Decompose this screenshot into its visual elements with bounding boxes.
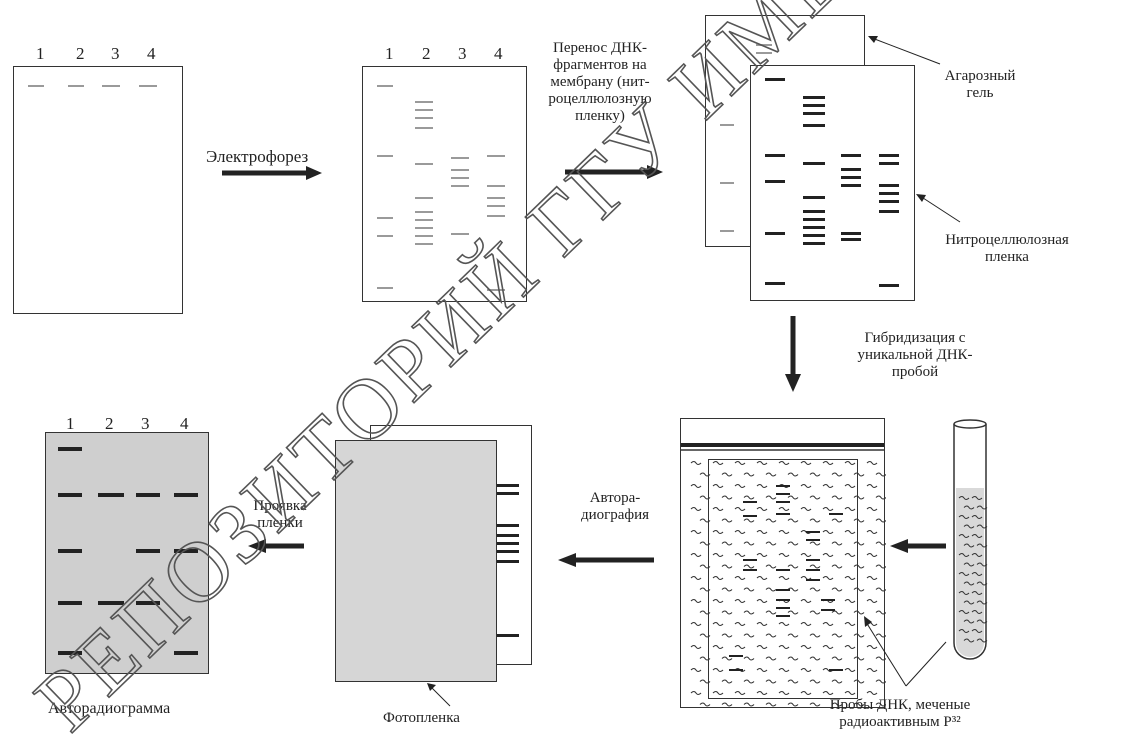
lane-number: 3 xyxy=(111,44,120,64)
arrow-left-icon xyxy=(890,538,946,554)
lane-number: 2 xyxy=(76,44,85,64)
autoradiography-label: Автора-диография xyxy=(560,490,670,524)
lane-number: 2 xyxy=(105,414,114,434)
probe-squiggles xyxy=(681,419,886,709)
lane-number: 1 xyxy=(385,44,394,64)
lane-number: 3 xyxy=(141,414,150,434)
arrow-right-icon xyxy=(565,164,665,180)
gel-separated xyxy=(362,66,527,302)
nitrocellulose-membrane xyxy=(750,65,915,301)
arrow-left-icon xyxy=(248,538,304,554)
lane-number: 3 xyxy=(458,44,467,64)
lane-number: 1 xyxy=(66,414,75,434)
autoradiogram-label: Авторадиограмма xyxy=(48,700,170,717)
test-tube-icon xyxy=(950,418,992,663)
pointer-line-icon xyxy=(860,30,950,70)
arrow-down-icon xyxy=(783,316,803,394)
photofilm-sheet xyxy=(335,440,497,682)
lane-number: 4 xyxy=(147,44,156,64)
lane-number: 2 xyxy=(422,44,431,64)
pointer-arrow-icon xyxy=(424,680,454,710)
lane-number: 4 xyxy=(494,44,503,64)
hybridization-bag xyxy=(680,418,885,708)
photofilm-label: Фотопленка xyxy=(383,710,460,727)
electrophoresis-label: Электрофорез xyxy=(206,148,308,165)
lane-number: 4 xyxy=(180,414,189,434)
lane-number: 1 xyxy=(36,44,45,64)
arrow-right-icon xyxy=(222,165,322,181)
pointer-line-icon xyxy=(860,612,950,692)
gel-initial xyxy=(13,66,183,314)
autoradiogram xyxy=(45,432,209,674)
pointer-line-icon xyxy=(910,190,970,230)
arrow-left-icon xyxy=(558,552,654,568)
